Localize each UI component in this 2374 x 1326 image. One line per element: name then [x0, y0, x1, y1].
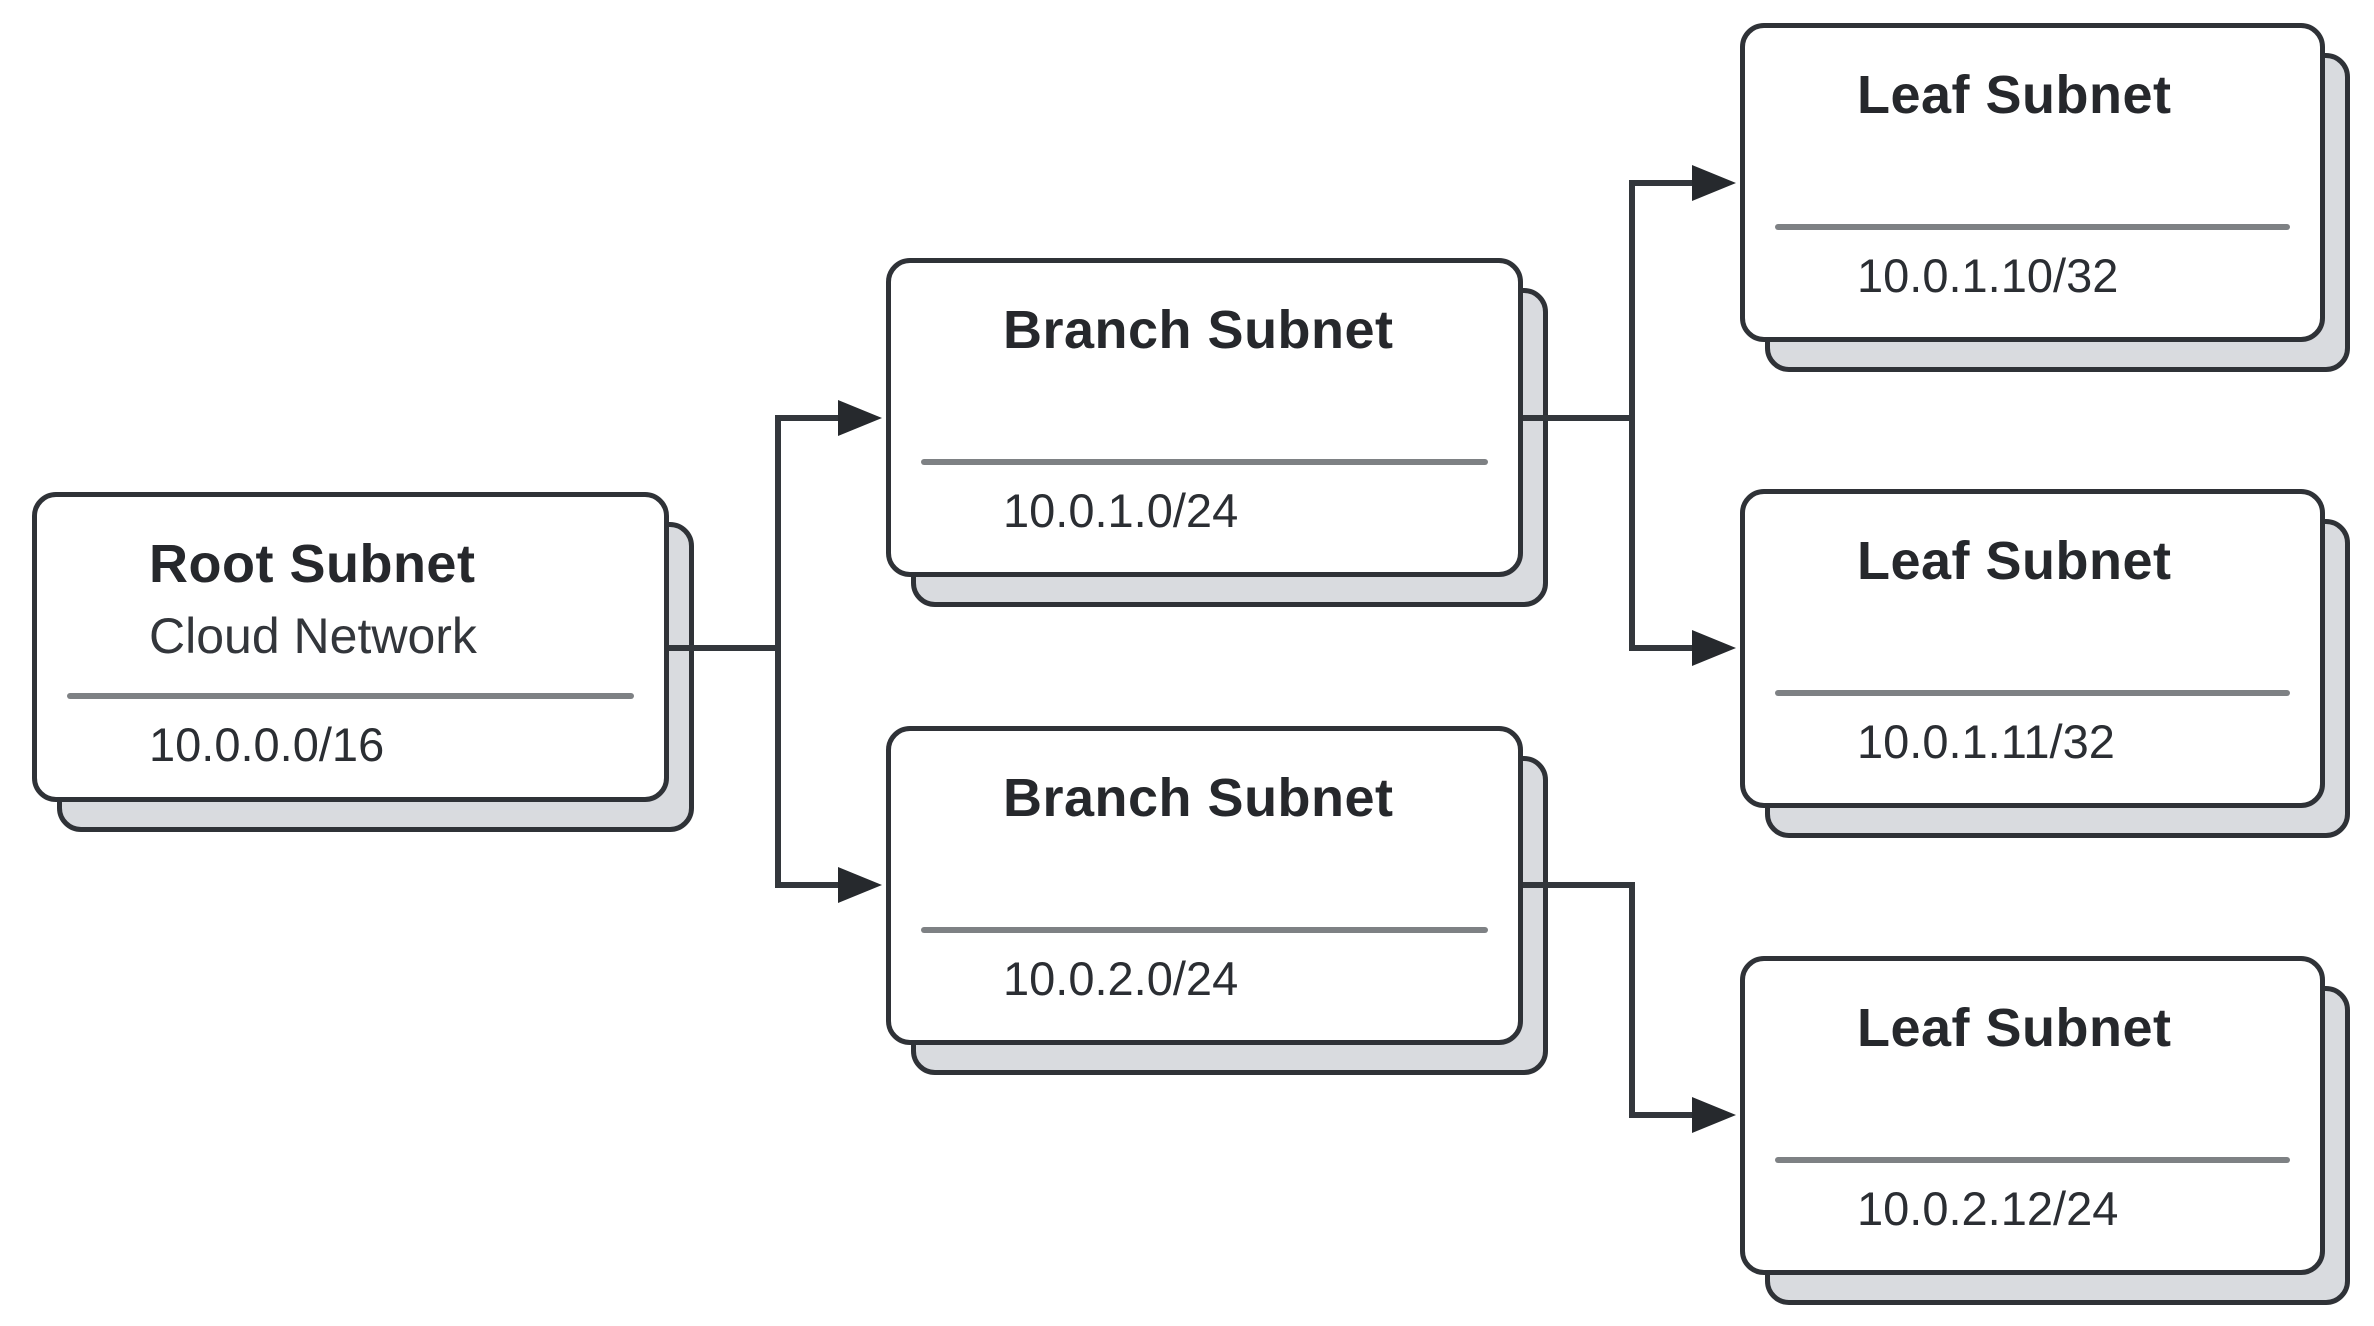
node-cidr: 10.0.1.11/32 — [1857, 715, 2115, 768]
node-divider — [921, 459, 1488, 465]
arrow-right-icon — [1692, 1097, 1736, 1133]
node-title: Root Subnet — [149, 534, 476, 594]
arrow-right-icon — [1692, 630, 1736, 666]
leaf-subnet-1-card: Leaf Subnet 10.0.1.10/32 — [1740, 23, 2325, 342]
node-cidr: 10.0.2.12/24 — [1857, 1182, 2119, 1235]
branch-subnet-1-card: Branch Subnet 10.0.1.0/24 — [886, 258, 1523, 577]
edge-branch-2-trunk-line — [1629, 882, 1635, 1118]
arrow-right-icon — [838, 400, 882, 436]
branch-subnet-2-card: Branch Subnet 10.0.2.0/24 — [886, 726, 1523, 1045]
leaf-subnet-2-card: Leaf Subnet 10.0.1.11/32 — [1740, 489, 2325, 808]
node-title: Branch Subnet — [1003, 300, 1394, 360]
edge-root-to-branch-2-line — [775, 882, 840, 888]
edge-branch-1-to-leaf-2-line — [1629, 645, 1694, 651]
node-title: Leaf Subnet — [1857, 998, 2172, 1058]
node-divider — [1775, 1157, 2290, 1163]
node-subtitle: Cloud Network — [149, 608, 477, 664]
node-divider — [1775, 224, 2290, 230]
edge-branch-2-to-leaf-3-line — [1629, 1112, 1694, 1118]
node-title: Leaf Subnet — [1857, 65, 2172, 125]
edge-branch-2-out-line — [1505, 882, 1635, 888]
leaf-subnet-3-card: Leaf Subnet 10.0.2.12/24 — [1740, 956, 2325, 1275]
root-subnet-card: Root Subnet Cloud Network 10.0.0.0/16 — [32, 492, 669, 802]
node-divider — [921, 927, 1488, 933]
edge-root-to-branch-1-line — [775, 415, 840, 421]
edge-root-out-line — [650, 645, 781, 651]
node-title: Branch Subnet — [1003, 768, 1394, 828]
edge-branch-1-out-line — [1505, 415, 1635, 421]
node-cidr: 10.0.1.10/32 — [1857, 249, 2119, 302]
edge-root-trunk-line — [775, 415, 781, 888]
arrow-right-icon — [838, 867, 882, 903]
node-title: Leaf Subnet — [1857, 531, 2172, 591]
node-divider — [1775, 690, 2290, 696]
node-cidr: 10.0.2.0/24 — [1003, 952, 1239, 1005]
node-divider — [67, 693, 634, 699]
arrow-right-icon — [1692, 165, 1736, 201]
node-cidr: 10.0.0.0/16 — [149, 718, 385, 771]
edge-branch-1-to-leaf-1-line — [1629, 180, 1694, 186]
edge-branch-1-trunk-line — [1629, 180, 1635, 651]
node-cidr: 10.0.1.0/24 — [1003, 484, 1239, 537]
